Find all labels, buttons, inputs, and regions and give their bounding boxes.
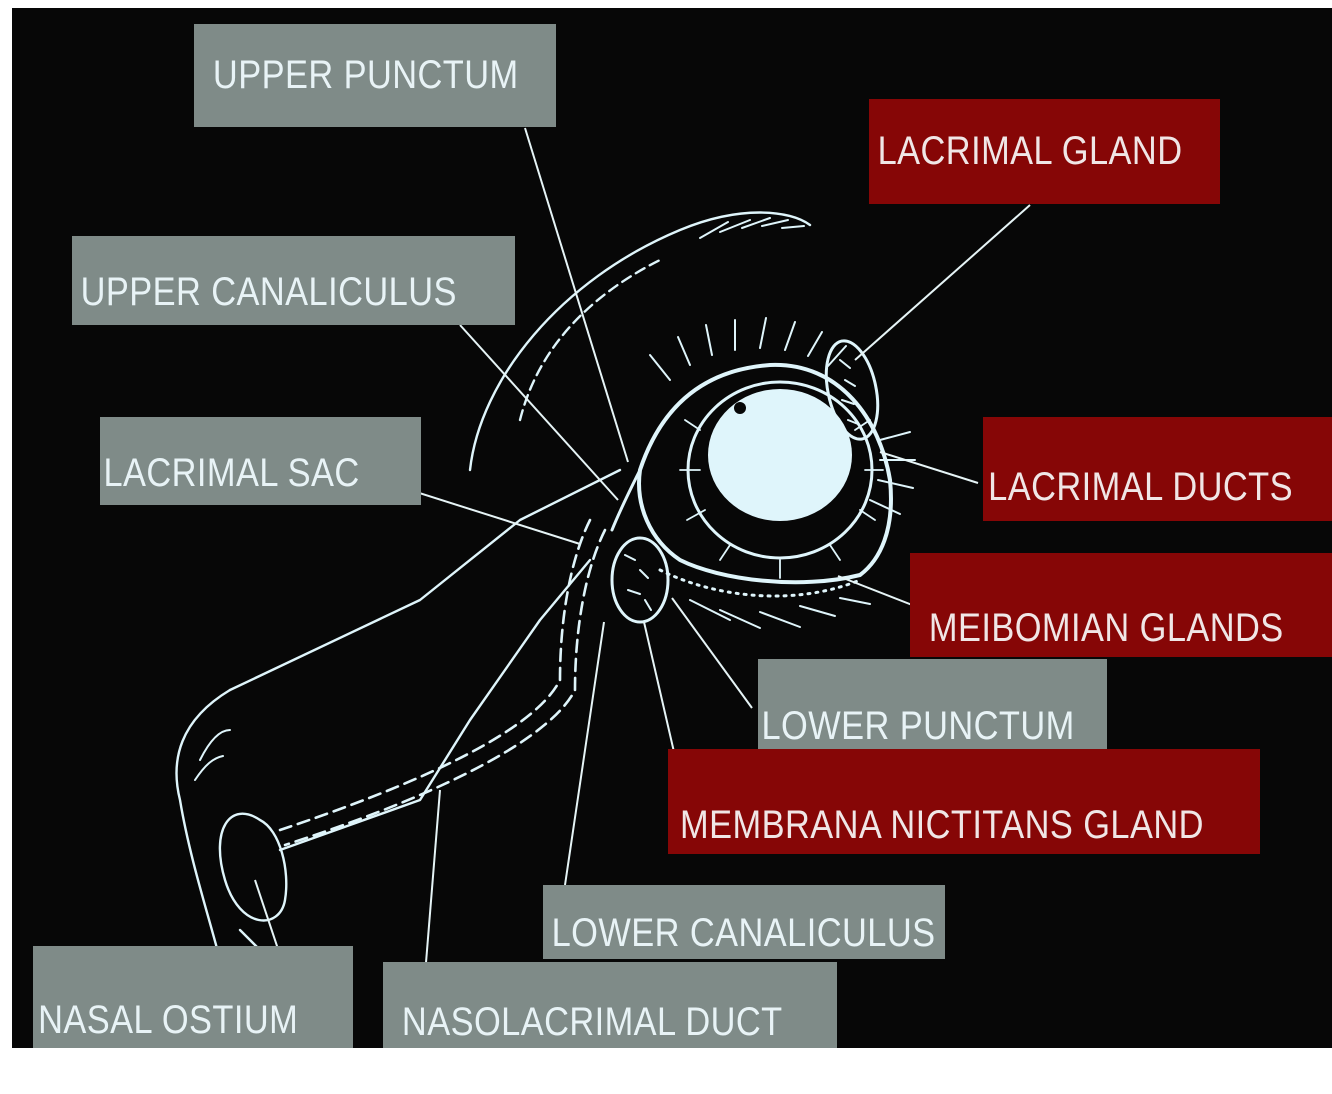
muzzle-lower-line [280,560,590,850]
label-box-upper-punctum: UPPER PUNCTUM [194,24,556,127]
upper-lashes [650,318,846,380]
leader-upper-punctum [525,128,628,462]
label-upper-punctum: UPPER PUNCTUM [194,24,519,127]
eye-sclera [708,389,852,521]
lacrimal-sac-drawing [612,538,668,622]
label-box-membrana-nictitans-gland: MEMBRANA NICTITANS GLAND [668,749,1260,854]
label-lacrimal-ducts: LACRIMAL DUCTS [983,417,1293,557]
label-box-lacrimal-sac: LACRIMAL SAC [100,417,421,505]
label-box-lacrimal-gland: LACRIMAL GLAND [869,99,1220,204]
label-box-upper-canaliculus: UPPER CANALICULUS [72,236,515,325]
meibomian-dots [660,570,860,596]
canaliculus-drawing [612,470,640,530]
label-upper-canaliculus: UPPER CANALICULUS [72,236,457,348]
label-lacrimal-sac: LACRIMAL SAC [100,417,360,529]
label-lacrimal-gland: LACRIMAL GLAND [869,99,1182,204]
label-box-lacrimal-ducts: LACRIMAL DUCTS [983,417,1332,521]
nasolacrimal-duct-drawing [280,520,590,830]
leader-lower-punctum [672,598,752,708]
nose-wrinkles [195,730,230,780]
label-box-lower-punctum: LOWER PUNCTUM [758,659,1107,749]
label-nasal-ostium: NASAL OSTIUM [33,946,298,1094]
label-membrana-nictitans-gland: MEMBRANA NICTITANS GLAND [668,749,1204,901]
label-box-lower-canaliculus: LOWER CANALICULUS [543,885,945,959]
pupil [734,402,746,414]
leader-lacrimal-gland [855,205,1030,360]
leader-lacrimal-ducts [880,452,978,483]
leader-nasolacrimal-duct [425,790,440,975]
leader-lower-canaliculus [565,622,604,885]
label-box-nasolacrimal-duct: NASOLACRIMAL DUCT [383,962,837,1048]
nose-tip [177,690,230,960]
nostril [220,814,286,921]
brow-hairs [700,218,804,238]
label-box-nasal-ostium: NASAL OSTIUM [33,946,353,1048]
label-nasolacrimal-duct: NASOLACRIMAL DUCT [383,962,783,1082]
label-box-meibomian-glands: MEIBOMIAN GLANDS [910,553,1332,657]
